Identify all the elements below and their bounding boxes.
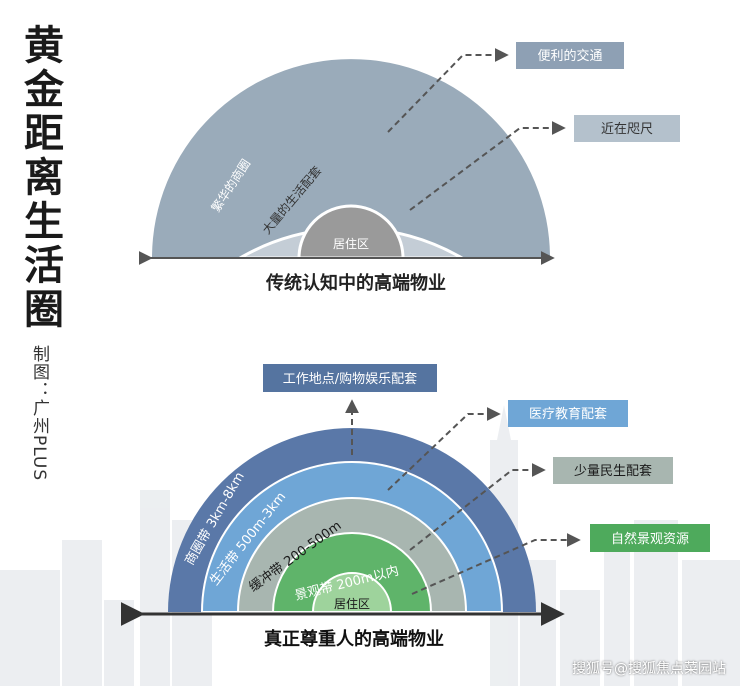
top-callout-box-1 [516, 42, 624, 69]
bottom-ring-5-label: 居住区 [334, 597, 370, 611]
bottom-top-callout-box [263, 364, 437, 392]
bottom-callout-label-2: 少量民生配套 [574, 463, 652, 479]
bottom-diagram: 商圈带 3km-8km 生活带 500m-3km 缓冲带 200-500m 景观… [120, 364, 710, 650]
skyline-background [0, 405, 740, 686]
top-ring-outer [152, 59, 550, 258]
title-char: 离 [24, 155, 64, 201]
title-char: 生 [24, 199, 64, 245]
top-callout-label-2: 近在咫尺 [601, 122, 653, 137]
vertical-title: 黄金距离生活圈 [22, 24, 66, 332]
top-ring-inner-label: 居住区 [333, 237, 369, 251]
title-char: 金 [24, 67, 64, 113]
top-caption: 传统认知中的高端物业 [265, 272, 446, 294]
watermark: 搜狐号@搜狐焦点菜园站 [572, 661, 726, 677]
title-char: 距 [24, 111, 64, 157]
top-diagram: 繁华的商圈 大量的生活配套 居住区 传统认知中的高端物业 便利的交通 近在咫尺 [138, 42, 680, 294]
bottom-callout-line-3 [411, 533, 581, 595]
bottom-callout-box-1 [508, 400, 628, 427]
title-char: 黄 [24, 23, 64, 69]
bottom-top-callout-label: 工作地点/购物娱乐配套 [283, 371, 417, 387]
bottom-callout-label-3: 自然景观资源 [611, 531, 689, 547]
bottom-callout-box-2 [553, 457, 673, 484]
bottom-callout-label-1: 医疗教育配套 [529, 406, 607, 422]
bottom-callout-line-1 [387, 407, 501, 491]
title-char: 活 [24, 243, 64, 289]
bottom-caption: 真正尊重人的高端物业 [264, 628, 444, 650]
top-ring-inner [297, 204, 405, 260]
credit: 制图：广州PLUS [29, 345, 49, 482]
top-callout-line-1 [387, 48, 509, 133]
top-callout-line-2 [409, 121, 566, 211]
title-char: 圈 [24, 287, 64, 333]
bottom-callout-box-3 [590, 524, 710, 552]
bottom-callout-line-2 [409, 463, 546, 551]
top-callout-label-1: 便利的交通 [537, 48, 602, 64]
top-callout-box-2 [574, 115, 680, 142]
